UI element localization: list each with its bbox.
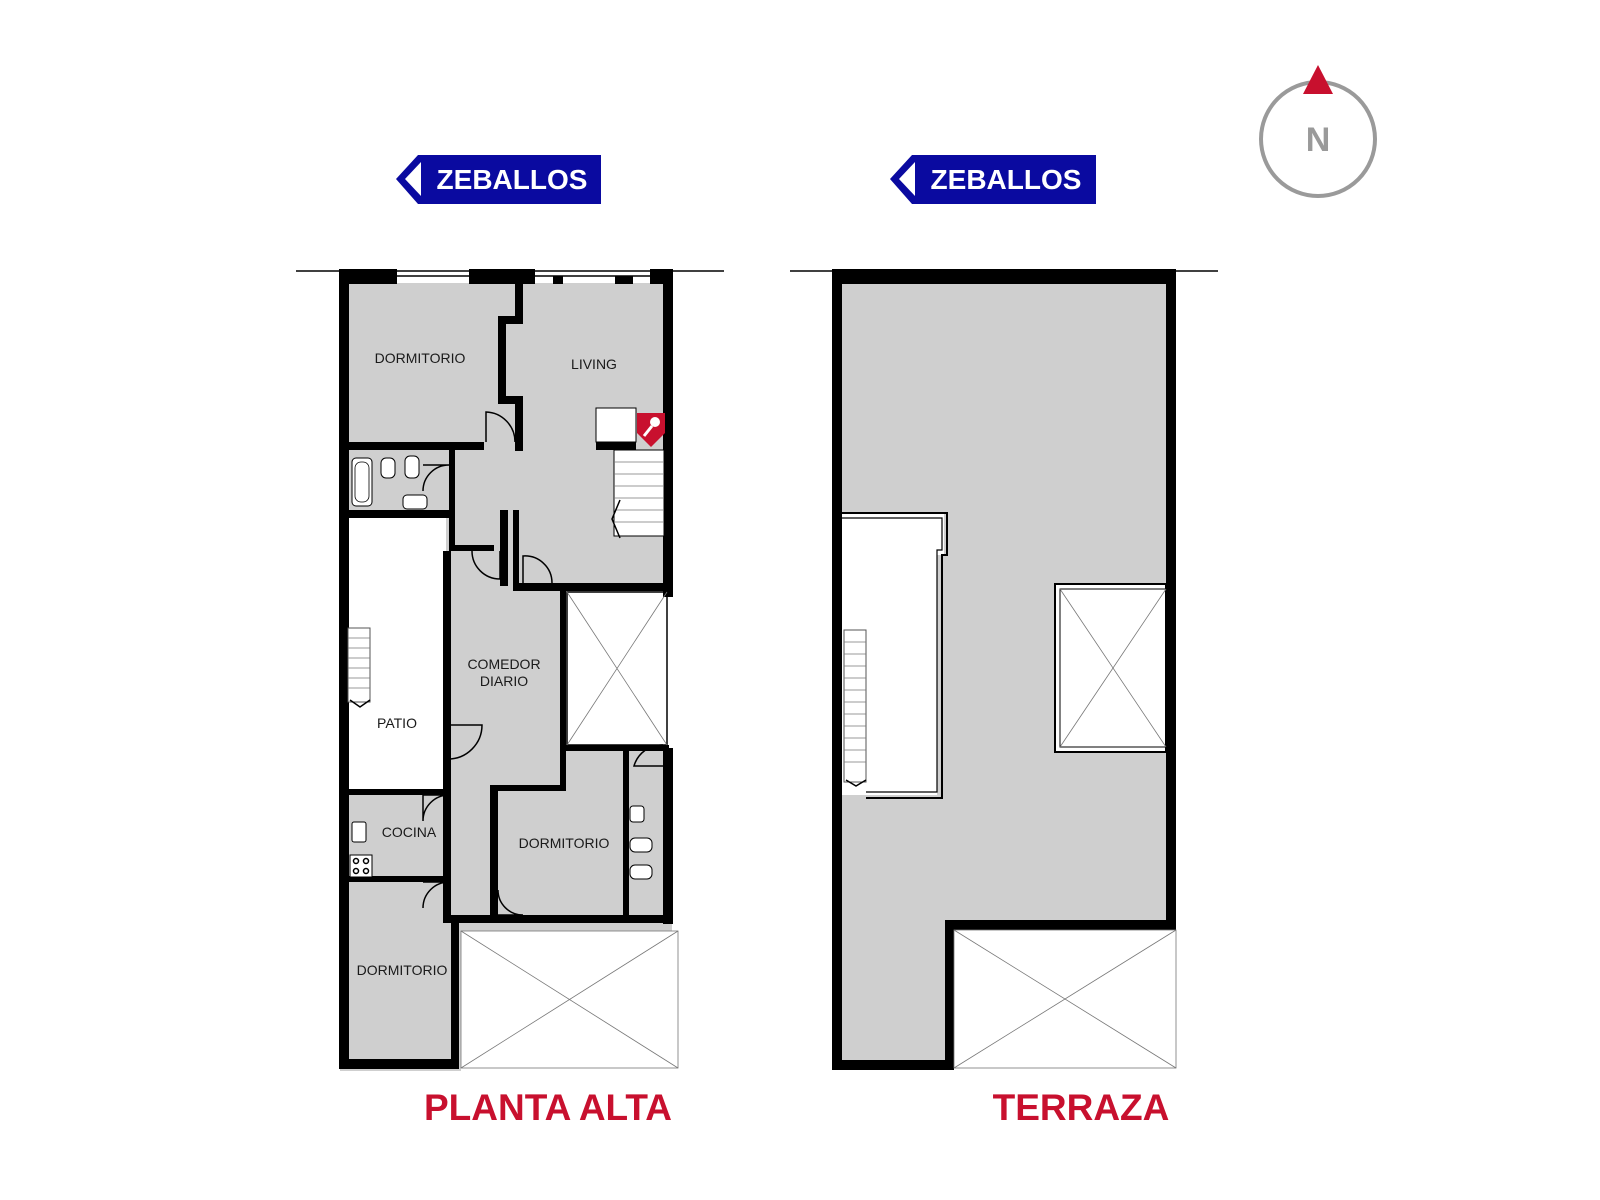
key-icon: [637, 413, 665, 447]
sink-icon: [351, 821, 367, 843]
street-name: ZEBALLOS: [931, 164, 1082, 195]
sink-icon: [402, 494, 428, 510]
sink-icon: [629, 805, 645, 823]
street-name: ZEBALLOS: [437, 164, 588, 195]
stairs-icon: [611, 449, 665, 539]
stairs-icon: [843, 629, 867, 787]
room-label-living: LIVING: [571, 356, 617, 372]
compass-letter: N: [1306, 121, 1331, 159]
plan-title-planta-alta: PLANTA ALTA: [424, 1087, 672, 1128]
north-arrow-icon: [1303, 65, 1333, 94]
street-sign-planta-alta: ZEBALLOS: [396, 155, 601, 204]
room-label-diario: DIARIO: [480, 673, 528, 689]
toilet-icon: [380, 455, 420, 479]
stairs-icon: [347, 627, 371, 708]
room-label-dormitorio: DORMITORIO: [519, 835, 610, 851]
stove-icon: [349, 854, 373, 878]
skylight-icon: [1054, 583, 1167, 753]
room-label-cocina: COCINA: [382, 824, 437, 840]
room-label-patio: PATIO: [377, 715, 417, 731]
room-label-comedor: COMEDOR: [467, 656, 540, 672]
bathtub-icon: [351, 457, 373, 507]
plan-terraza: [832, 269, 1177, 1070]
room-label-dormitorio: DORMITORIO: [357, 962, 448, 978]
plan-planta-alta: DORMITORIO LIVING COMEDOR DIARIO PATIO C…: [339, 269, 680, 1071]
compass: N: [1259, 65, 1377, 198]
plan-title-terraza: TERRAZA: [993, 1087, 1170, 1128]
street-sign-terraza: ZEBALLOS: [890, 155, 1096, 204]
toilet-icon: [629, 837, 653, 880]
room-label-dormitorio: DORMITORIO: [375, 350, 466, 366]
